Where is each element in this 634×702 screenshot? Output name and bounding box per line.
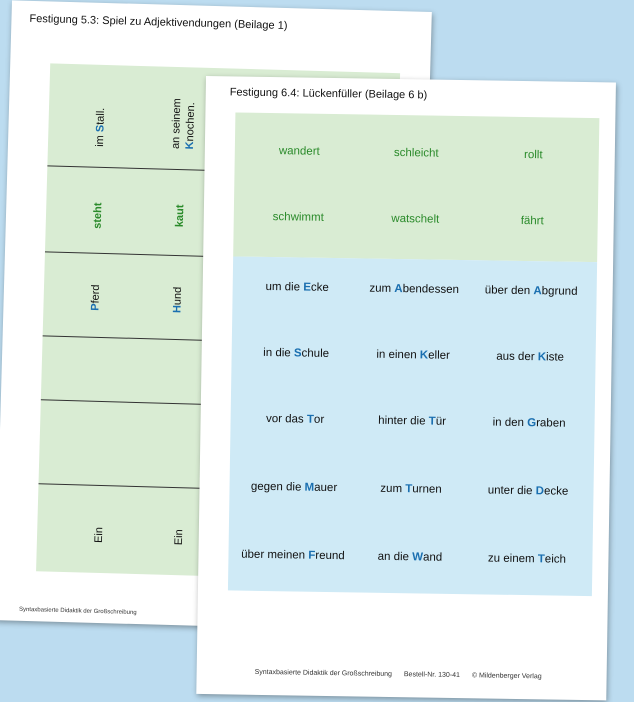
phrase-card: über meinen Freund [241,548,345,563]
card-word-verb: kaut [173,204,187,228]
card-word-place: im Stall. [93,107,108,148]
verb-card: wandert [278,145,320,158]
phrase-card: an die Wand [377,550,443,564]
phrase-card: vor das Tor [265,412,325,426]
phrase-card: zum Abendessen [369,282,460,296]
verb-card: schleicht [393,146,439,160]
front-worksheet: Festigung 6.4: Lückenfüller (Beilage 6 b… [196,76,616,701]
phrase-card: in die Schule [263,346,330,360]
phrase-card: in einen Keller [376,348,450,362]
phrase-card: gegen die Mauer [250,480,338,495]
verb-card: watschelt [391,212,440,226]
phrase-area: um die Ecke zum Abendessen über den Abgr… [227,256,598,597]
phrase-card: in den Graben [492,416,566,430]
phrase-card: zu einem Teich [487,552,567,566]
phrase-card: unter die Decke [487,484,569,498]
footer-book-title: Syntaxbasierte Didaktik der Großschreibu… [254,668,393,678]
card-word-verb: steht [91,202,105,229]
verb-area: wandert schleicht rollt schwimmt watsche… [233,112,600,263]
phrase-card: zum Turnen [380,482,442,496]
verb-card: fährt [520,214,544,228]
card-word-noun: Pferd [89,284,103,311]
footer-publisher: © Mildenberger Verlag [471,672,542,681]
phrase-card: um die Ecke [265,280,329,294]
phrase-card: über den Abgrund [484,284,578,298]
verb-card: schwimmt [272,211,324,224]
back-worksheet-title: Festigung 5.3: Spiel zu Adjektivendungen… [29,12,288,33]
verb-card: rollt [523,149,543,162]
front-worksheet-title: Festigung 6.4: Lückenfüller (Beilage 6 b… [229,86,428,102]
back-worksheet-footer: Syntaxbasierte Didaktik der Großschreibu… [18,606,137,617]
card-word-noun: Hund [171,286,185,314]
card-word-article: Ein [172,529,186,546]
phrase-card: aus der Kiste [496,350,565,364]
phrase-card: hinter die Tür [378,414,447,428]
footer-order-number: Bestell-Nr. 130-41 [403,671,460,680]
card-word-place: an seinem [169,98,184,150]
front-worksheet-footer: Syntaxbasierte Didaktik der Großschreibu… [255,669,552,681]
card-word-place-line2: Knochen. [183,102,198,150]
card-word-article: Ein [92,526,106,544]
